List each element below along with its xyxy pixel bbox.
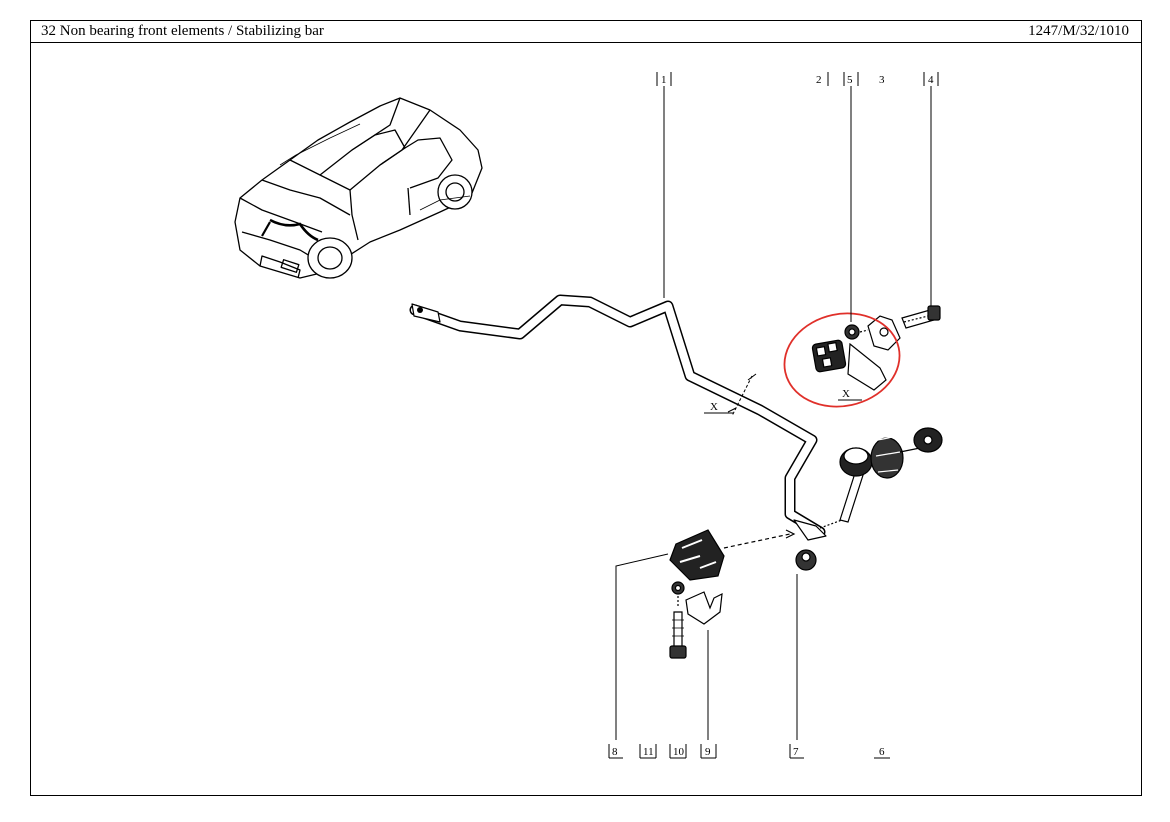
callout-9: 9 xyxy=(705,746,711,758)
lower-bushing-clamp xyxy=(669,529,817,659)
section-mark-left: X xyxy=(704,373,757,417)
callouts-top: 1 2 5 3 4 xyxy=(656,72,939,86)
highlight-circle xyxy=(783,312,901,408)
callout-2: 2 xyxy=(816,74,822,86)
title-bar: 32 Non bearing front elements / Stabiliz… xyxy=(31,21,1141,43)
section-label: X xyxy=(710,401,718,413)
callout-4: 4 xyxy=(928,74,934,86)
callout-10: 10 xyxy=(673,746,685,758)
callout-8: 8 xyxy=(612,746,618,758)
callout-1: 1 xyxy=(661,74,667,86)
car-illustration xyxy=(234,97,483,279)
callouts-bottom: 8 11 10 9 7 6 xyxy=(608,744,890,759)
callout-5: 5 xyxy=(847,74,853,86)
bushing-assembly-upper xyxy=(811,305,941,391)
callout-3: 3 xyxy=(879,74,885,86)
diagram-reference: 1247/M/32/1010 xyxy=(1028,23,1129,39)
section-label: X xyxy=(842,388,850,400)
callout-11: 11 xyxy=(643,746,654,758)
leader-lines xyxy=(615,86,932,740)
callout-6: 6 xyxy=(879,746,885,758)
link-rod-assembly xyxy=(819,427,943,529)
page-title: 32 Non bearing front elements / Stabiliz… xyxy=(41,23,324,39)
section-mark-right: X xyxy=(838,388,862,401)
diagram-frame: 32 Non bearing front elements / Stabiliz… xyxy=(30,20,1142,796)
stabilizer-bar xyxy=(409,294,827,541)
callout-7: 7 xyxy=(793,746,799,758)
